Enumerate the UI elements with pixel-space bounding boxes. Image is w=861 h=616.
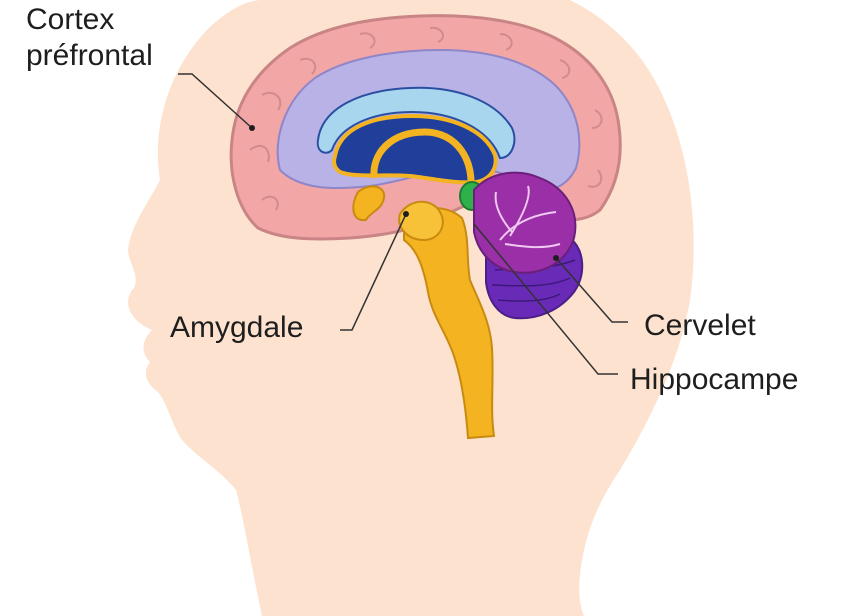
label-cortex-line2: préfrontal: [26, 38, 153, 74]
label-amygdale: Amygdale: [170, 310, 303, 346]
label-cervelet: Cervelet: [644, 308, 756, 344]
label-cortex-prefrontal: Cortex préfrontal: [26, 2, 153, 74]
amygdala-structure: [399, 202, 443, 240]
label-cortex-line1: Cortex: [26, 2, 153, 38]
label-hippocampe: Hippocampe: [630, 362, 798, 398]
